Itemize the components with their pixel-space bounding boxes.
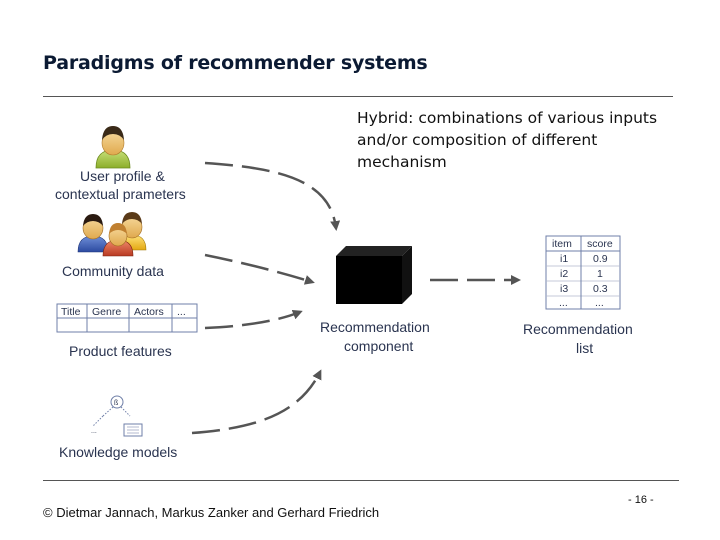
community-icon (77, 212, 147, 257)
copyright-text: © Dietmar Jannach, Markus Zanker and Ger… (43, 505, 380, 520)
knowledge-ellipsis: ... (91, 428, 97, 435)
feature-header-actors: Actors (134, 306, 164, 318)
page-number: - 16 - (628, 494, 654, 506)
recommendation-component-box (336, 246, 412, 304)
arrow-knowledge-models (191, 369, 322, 435)
list-row-3-item: i3 (560, 283, 568, 295)
list-row-4-item: ... (559, 297, 568, 309)
list-row-3-score: 0.3 (593, 283, 608, 295)
list-header-item: item (552, 238, 572, 250)
list-row-4-score: ... (595, 297, 604, 309)
list-row-1-score: 0.9 (593, 253, 608, 265)
feature-header-title: Title (61, 306, 81, 318)
hybrid-callout: Hybrid: combinations of various inputs a… (357, 107, 687, 173)
knowledge-tree-icon: ß ... (91, 395, 143, 437)
list-row-2-score: 1 (597, 268, 603, 280)
list-row-2-item: i2 (560, 268, 568, 280)
feature-header-genre: Genre (92, 306, 121, 318)
list-row-1-item: i1 (560, 253, 568, 265)
community-label: Community data (62, 263, 164, 279)
feature-header-more: ... (177, 306, 186, 318)
output-label-1: Recommendation (523, 321, 633, 337)
feature-table: Title Genre Actors ... (56, 303, 198, 333)
slide-title: Paradigms of recommender systems (43, 52, 428, 74)
component-label-2: component (344, 338, 413, 354)
component-label-1: Recommendation (320, 319, 430, 335)
arrow-product-features (204, 309, 303, 330)
product-features-label: Product features (69, 343, 172, 359)
recommendation-list-table: item score i1 0.9 i2 1 i3 0.3 ... ... (545, 235, 621, 310)
callout-line-2: and/or composition of different (357, 131, 598, 149)
input-arrows (191, 161, 521, 435)
knowledge-node-symbol: ß (114, 400, 118, 407)
callout-line-3: mechanism (357, 153, 447, 171)
output-label-2: list (576, 340, 593, 356)
user-profile-label-2: contextual prameters (55, 186, 186, 202)
callout-line-1: Hybrid: combinations of various inputs (357, 109, 658, 127)
list-header-score: score (587, 238, 613, 250)
arrow-community (204, 253, 315, 285)
title-divider (43, 96, 673, 97)
knowledge-models-label: Knowledge models (59, 444, 177, 460)
arrow-user-profile (204, 161, 341, 231)
footer-divider (43, 480, 679, 481)
user-profile-icon (95, 126, 131, 169)
user-profile-label-1: User profile & (80, 168, 165, 184)
